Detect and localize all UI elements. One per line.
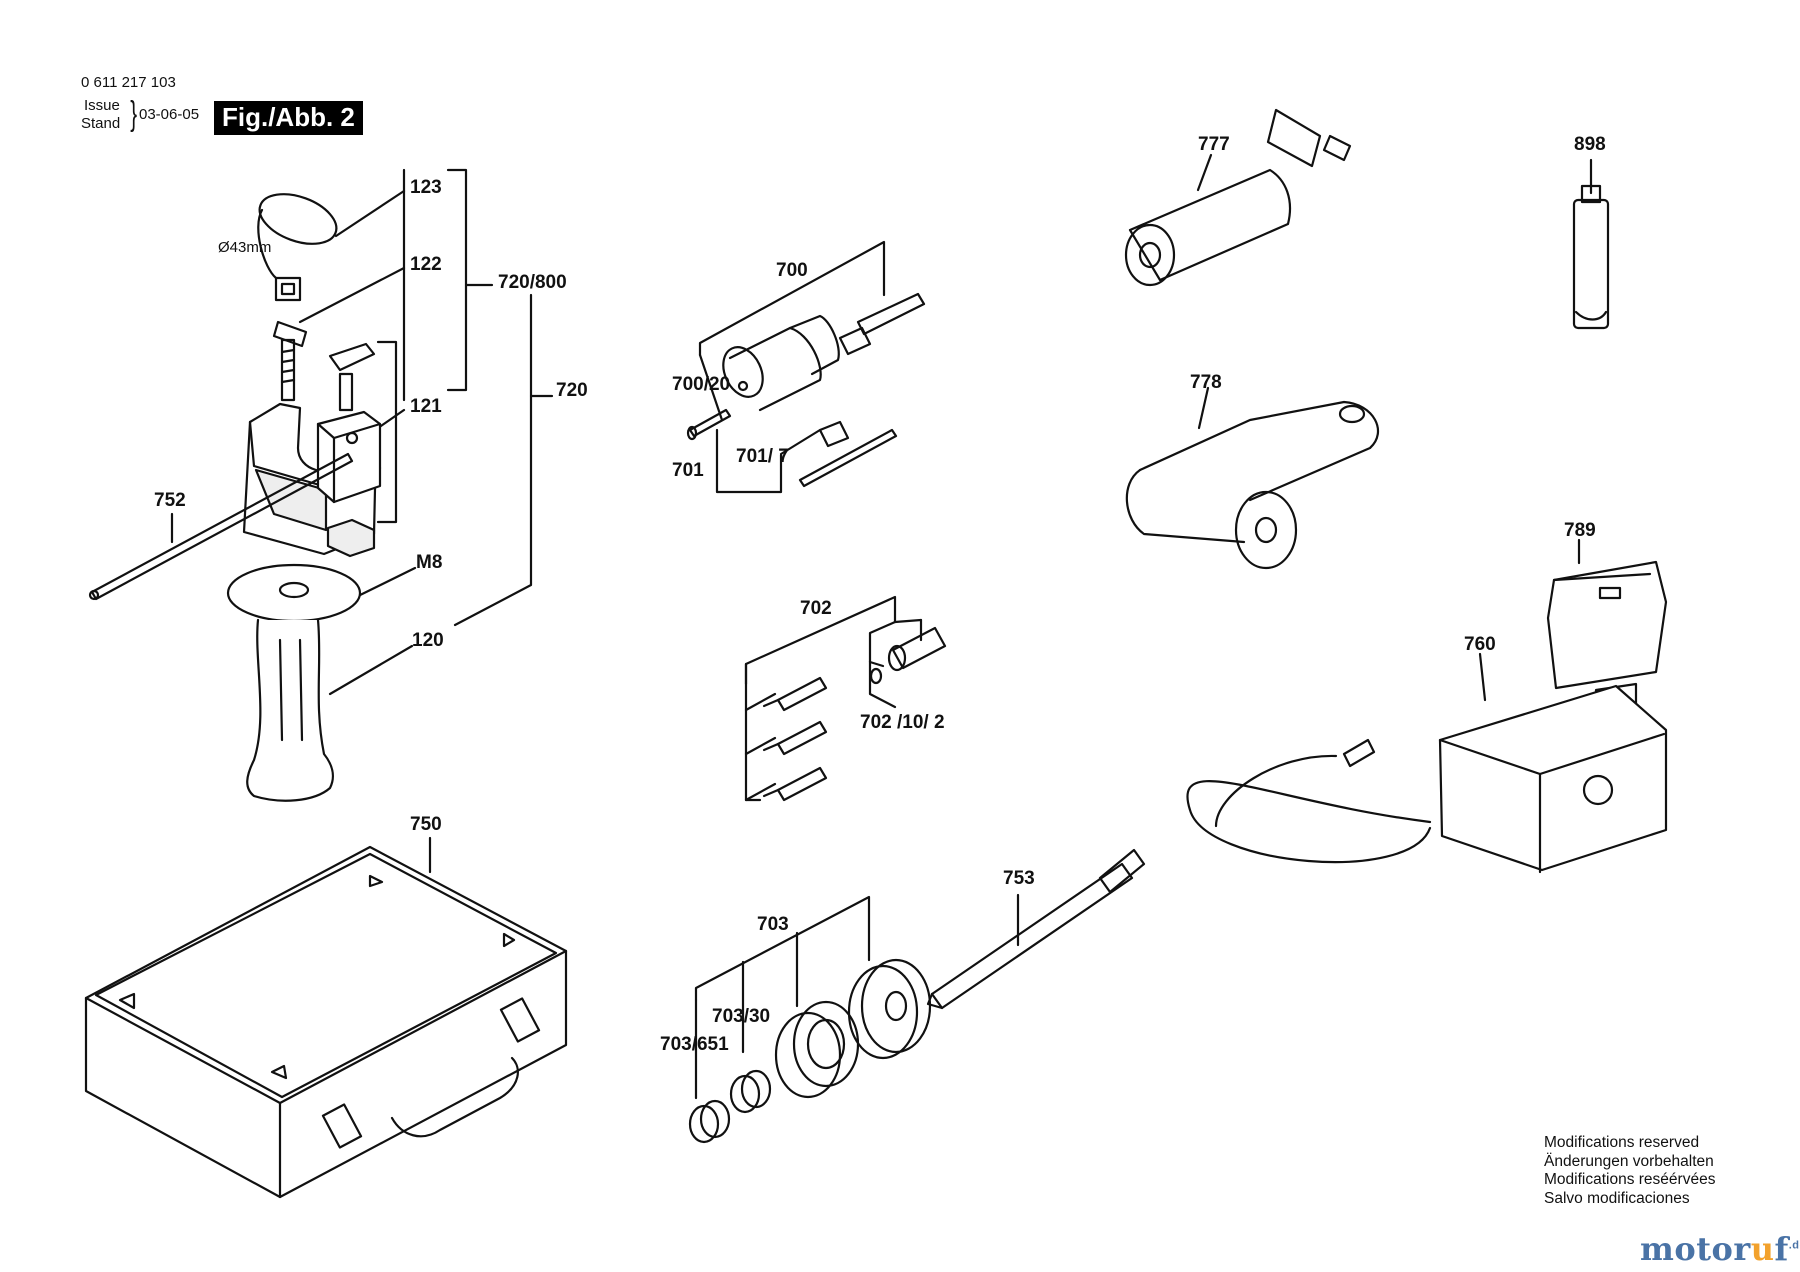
drill-bit-753 [926, 848, 1146, 1010]
side-handle-120 [226, 563, 362, 802]
callout-700: 700 [776, 260, 808, 281]
leader-701-7 [779, 428, 822, 456]
logo-part-3: f [1774, 1230, 1789, 1268]
notice-es: Salvo modificaciones [1544, 1189, 1690, 1207]
callout-777: 777 [1198, 134, 1230, 155]
leader-121 [376, 408, 406, 430]
handle-bracket-assembly [242, 402, 382, 556]
clamp-band-123 [257, 193, 338, 302]
leader-bit-3 [744, 782, 777, 802]
leader-120 [328, 644, 414, 696]
bracket-702-bits [744, 662, 762, 802]
angle-attachment-778 [1125, 400, 1380, 570]
leader-778 [1197, 386, 1210, 430]
callout-120: 120 [412, 630, 444, 651]
modifications-notice: Modifications reserved Änderungen vorbeh… [1544, 1134, 1715, 1208]
callout-701-7: 701/ 7 [736, 446, 789, 467]
callout-720: 720 [556, 380, 588, 401]
callout-760: 760 [1464, 634, 1496, 655]
logo-part-2: u [1750, 1230, 1775, 1268]
diameter-label: Ø43mm [218, 239, 271, 256]
drill-chuck-700 [722, 314, 840, 412]
bracket-702-10 [868, 620, 897, 709]
brace-icon: } [130, 95, 138, 133]
leader-777 [1196, 153, 1213, 192]
bracket-703 [694, 895, 871, 1002]
notice-en: Modifications reserved [1544, 1134, 1700, 1151]
quick-chuck-777 [1124, 108, 1352, 287]
logo-tld: .de [1788, 1239, 1800, 1252]
leader-760 [1478, 652, 1487, 702]
carrying-case-750 [84, 845, 568, 1199]
leader-adapter [893, 618, 923, 624]
callout-752: 752 [154, 490, 186, 511]
figure-label: Fig./Abb. 2 [214, 101, 363, 135]
callout-700-20: 700/20 [672, 374, 730, 395]
depth-gauge-752 [88, 452, 354, 601]
callout-703: 703 [757, 914, 789, 935]
callout-750: 750 [410, 814, 442, 835]
callout-778: 778 [1190, 372, 1222, 393]
bracket-700 [698, 240, 886, 357]
leader-122 [298, 266, 406, 324]
callout-898: 898 [1574, 134, 1606, 155]
callout-753: 753 [1003, 868, 1035, 889]
leader-700-20 [698, 353, 724, 422]
stand-label: Stand [81, 115, 121, 132]
leader-bit-1 [744, 692, 777, 712]
callout-702: 702 [800, 598, 832, 619]
chuck-key-701-7 [798, 420, 898, 488]
bracket-701 [715, 428, 783, 494]
wing-screw [328, 342, 376, 412]
issue-label: Issue [84, 97, 120, 114]
callout-703-651: 703/651 [660, 1034, 729, 1055]
grease-tube-898 [1572, 184, 1610, 330]
callout-789: 789 [1564, 520, 1596, 541]
callout-122: 122 [410, 254, 442, 275]
logo-part-1: motor [1640, 1230, 1751, 1268]
callout-123: 123 [410, 177, 442, 198]
callout-720-800: 720/800 [498, 272, 567, 293]
callout-702-10-2: 702 /10/ 2 [860, 712, 945, 733]
watermark-logo[interactable]: motoruf.de [1640, 1230, 1800, 1268]
callout-m8: M8 [416, 552, 442, 573]
bolt-122 [272, 320, 308, 402]
callout-703-30: 703/30 [712, 1006, 770, 1027]
screwdriver-bits-702 [762, 676, 828, 802]
part-number: 0 611 217 103 [81, 74, 176, 91]
leader-m8 [350, 566, 417, 601]
notice-de: Änderungen vorbehalten [1544, 1152, 1714, 1170]
leader-bit-2 [744, 736, 777, 756]
chuck-screw-700-20 [686, 408, 732, 441]
square-nut [326, 518, 376, 558]
bracket-121 [376, 340, 398, 524]
notice-fr: Modifications reséérvées [1544, 1171, 1716, 1189]
issue-date: 03-06-05 [139, 106, 200, 123]
bit-holder [869, 626, 947, 685]
leader-702-10 [868, 660, 885, 668]
charger-760 [1186, 684, 1668, 874]
callout-121: 121 [410, 396, 442, 417]
sds-adapter [838, 292, 926, 356]
bracket-720-800 [446, 168, 468, 392]
callout-701: 701 [672, 460, 704, 481]
gear-set-703 [688, 958, 932, 1144]
bracket-720 [453, 293, 533, 627]
leader-123 [334, 189, 406, 238]
